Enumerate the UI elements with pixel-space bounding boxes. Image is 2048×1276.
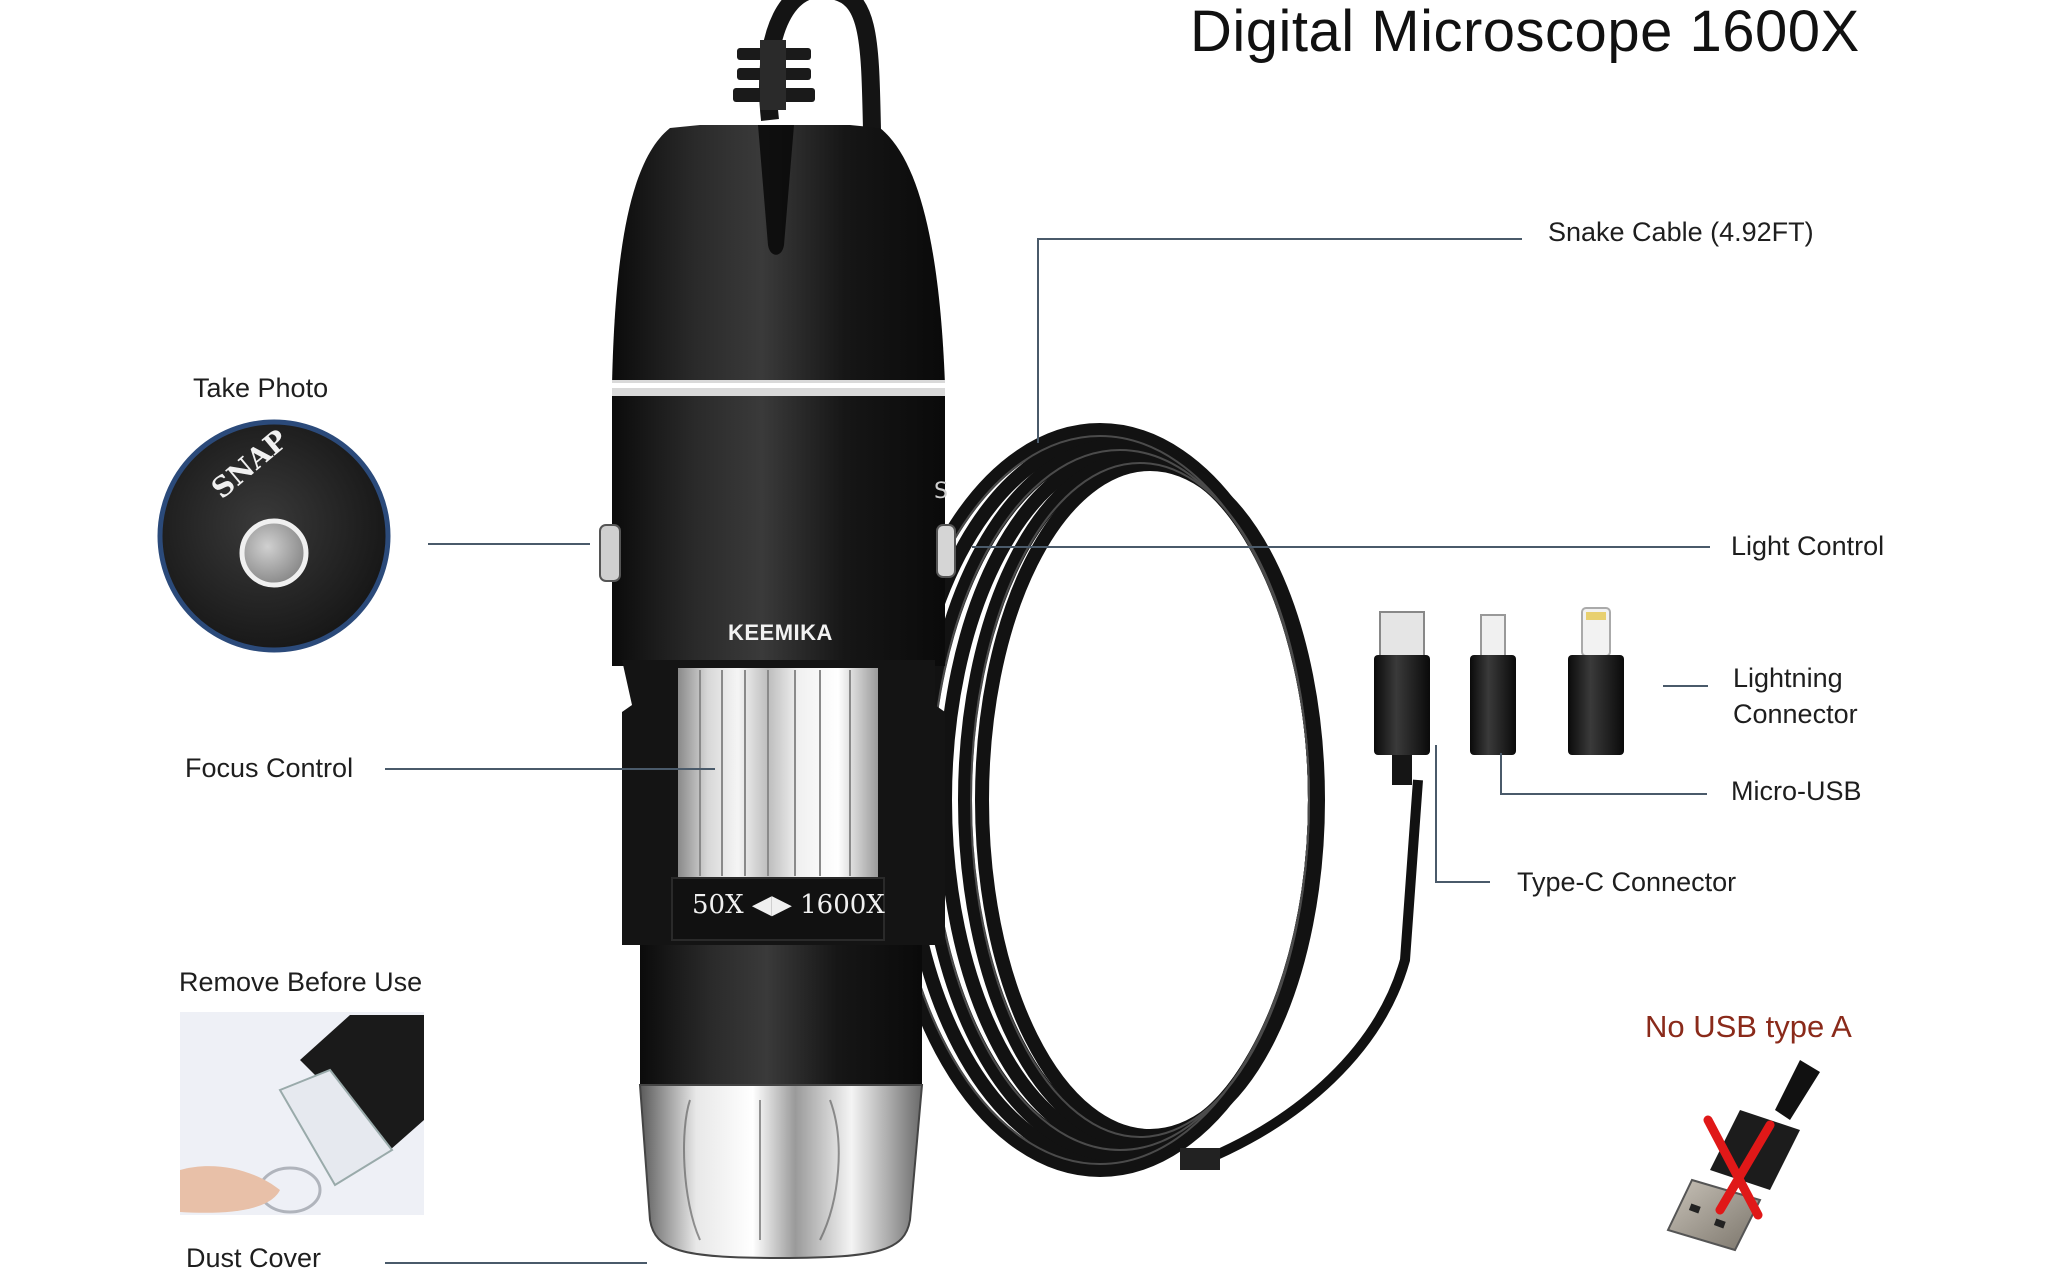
light-control-leader [972, 546, 1710, 548]
lightning-label-line1: Lightning [1733, 663, 1843, 693]
no-usb-a-warning: No USB type A [1645, 1009, 1852, 1044]
brand-label: KEEMIKA [728, 620, 833, 645]
dust-cover-label: Dust Cover [186, 1243, 322, 1273]
magnification-label: 50X ◀▶ 1600X [692, 890, 885, 920]
snake-cable-leader-vertical [1037, 238, 1039, 443]
snake-cable-label: Snake Cable (4.92FT) [1548, 217, 1814, 247]
micro-usb-leader-horizontal [1500, 793, 1707, 795]
focus-control-label: Focus Control [185, 753, 354, 783]
micro-usb-leader-vertical [1500, 753, 1502, 795]
dust-cover-leader [385, 1262, 647, 1264]
side-marking: S [934, 479, 948, 504]
lightning-label-line2: Connector [1733, 699, 1858, 730]
usb-a-crossed-icon [1666, 1060, 1820, 1252]
type-c-label: Type-C Connector [1517, 867, 1737, 897]
type-c-plug-icon [1374, 611, 1430, 785]
type-c-leader-horizontal [1435, 881, 1490, 883]
lightning-connector-label: Lightning Connector [1733, 660, 1858, 733]
micro-usb-plug-icon [1470, 614, 1516, 755]
remove-before-use-label: Remove Before Use [179, 967, 423, 997]
focus-control-leader [385, 768, 715, 770]
lightning-plug-icon [1568, 607, 1624, 755]
camera-snap-icon [157, 419, 391, 653]
take-photo-label: Take Photo [193, 373, 329, 403]
light-control-label: Light Control [1731, 531, 1885, 561]
dust-cover-photo-detail [180, 1015, 424, 1214]
micro-usb-label: Micro-USB [1731, 776, 1862, 806]
snake-cable-leader-horizontal [1037, 238, 1522, 240]
take-photo-leader [428, 543, 590, 545]
lightning-leader [1663, 685, 1708, 687]
page-title: Digital Microscope 1600X [1190, 0, 1860, 64]
type-c-leader-vertical [1435, 745, 1437, 883]
